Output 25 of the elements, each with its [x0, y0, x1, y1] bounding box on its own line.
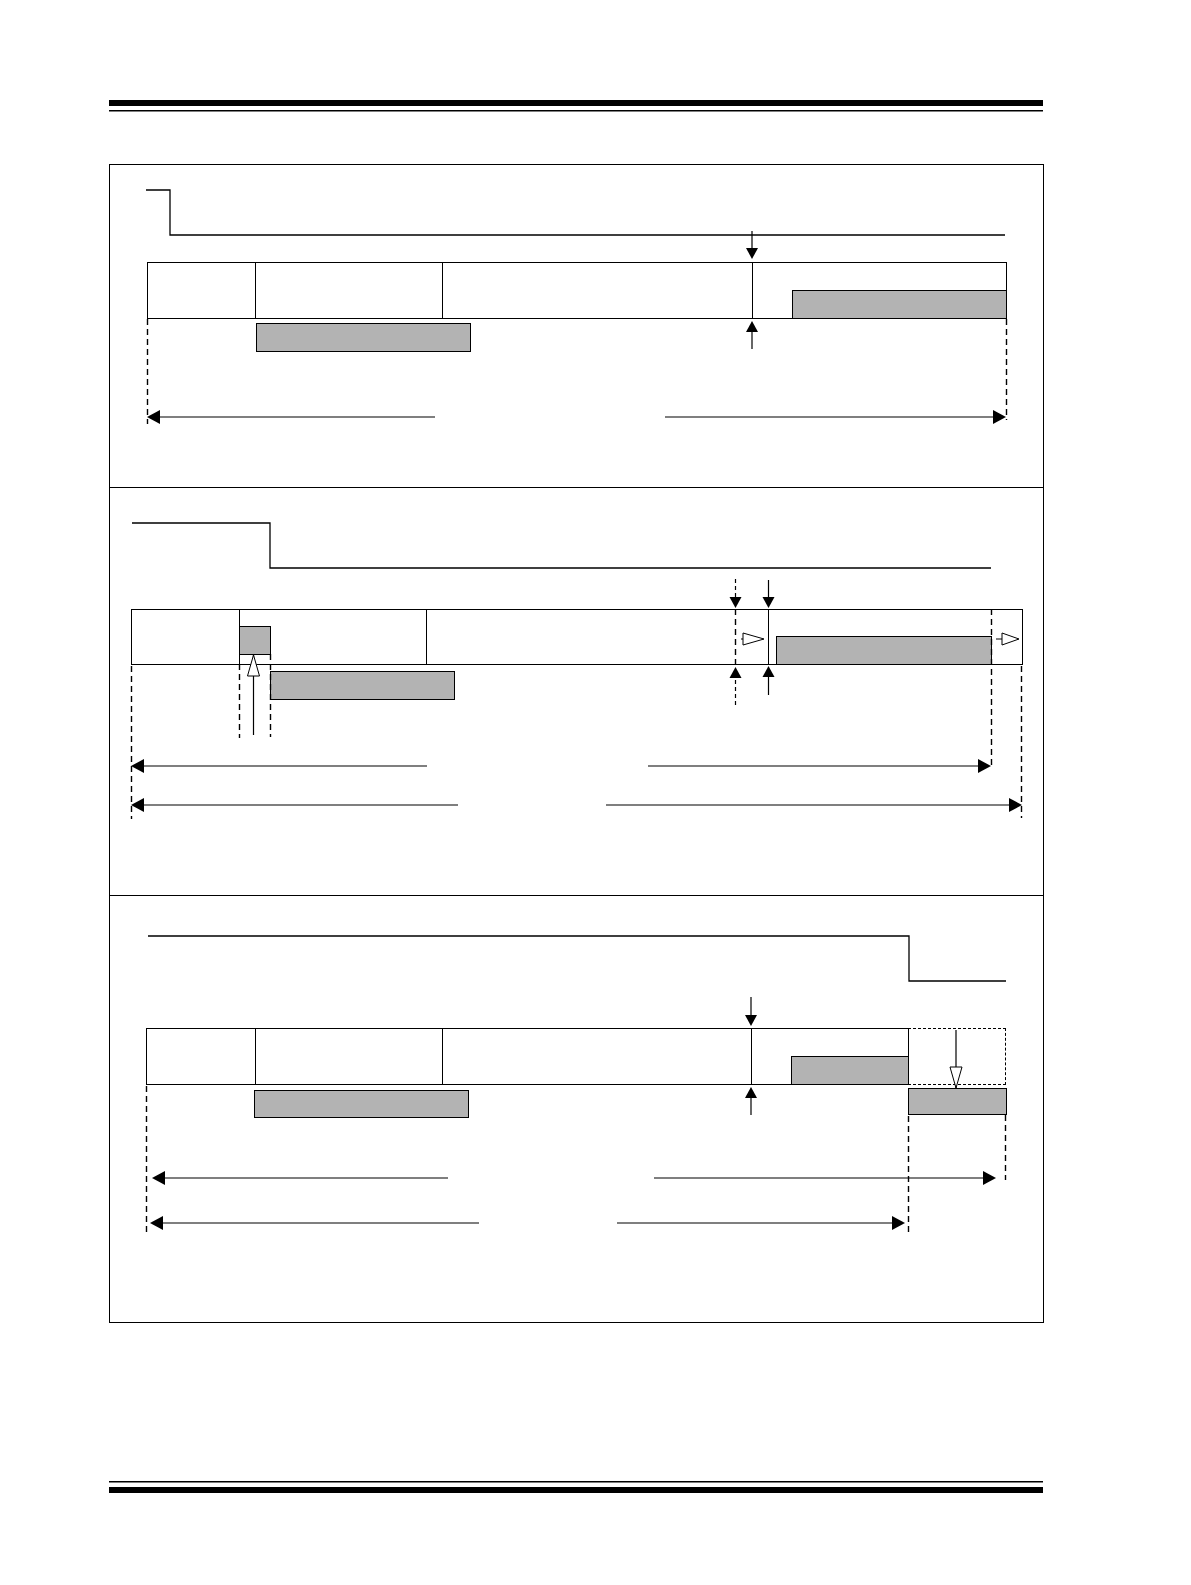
segment-box [442, 262, 753, 319]
segment-box [768, 609, 1023, 665]
panel-frame [109, 164, 1044, 488]
dashed-segment-box [908, 1028, 1006, 1085]
segment-box [239, 609, 427, 665]
shaded-bar [776, 636, 992, 665]
shaded-bar [792, 290, 1007, 319]
panel-frame [109, 487, 1044, 896]
segment-box [751, 1028, 909, 1085]
shaded-bar [254, 1090, 469, 1118]
segment-box [752, 262, 1007, 319]
shaded-bar [256, 323, 471, 352]
arrow [949, 1029, 963, 1089]
segment-box [147, 262, 256, 319]
shaded-bar [270, 671, 455, 700]
shaded-bar [791, 1056, 909, 1085]
segment-box [255, 1028, 443, 1085]
shaded-bar [239, 626, 271, 655]
panel-frame [109, 895, 1044, 1323]
segment-box [146, 1028, 256, 1085]
segment-box [255, 262, 443, 319]
segment-box [442, 1028, 752, 1085]
shaded-bar [908, 1088, 1007, 1115]
arrow [247, 654, 260, 736]
segment-box [426, 609, 769, 665]
